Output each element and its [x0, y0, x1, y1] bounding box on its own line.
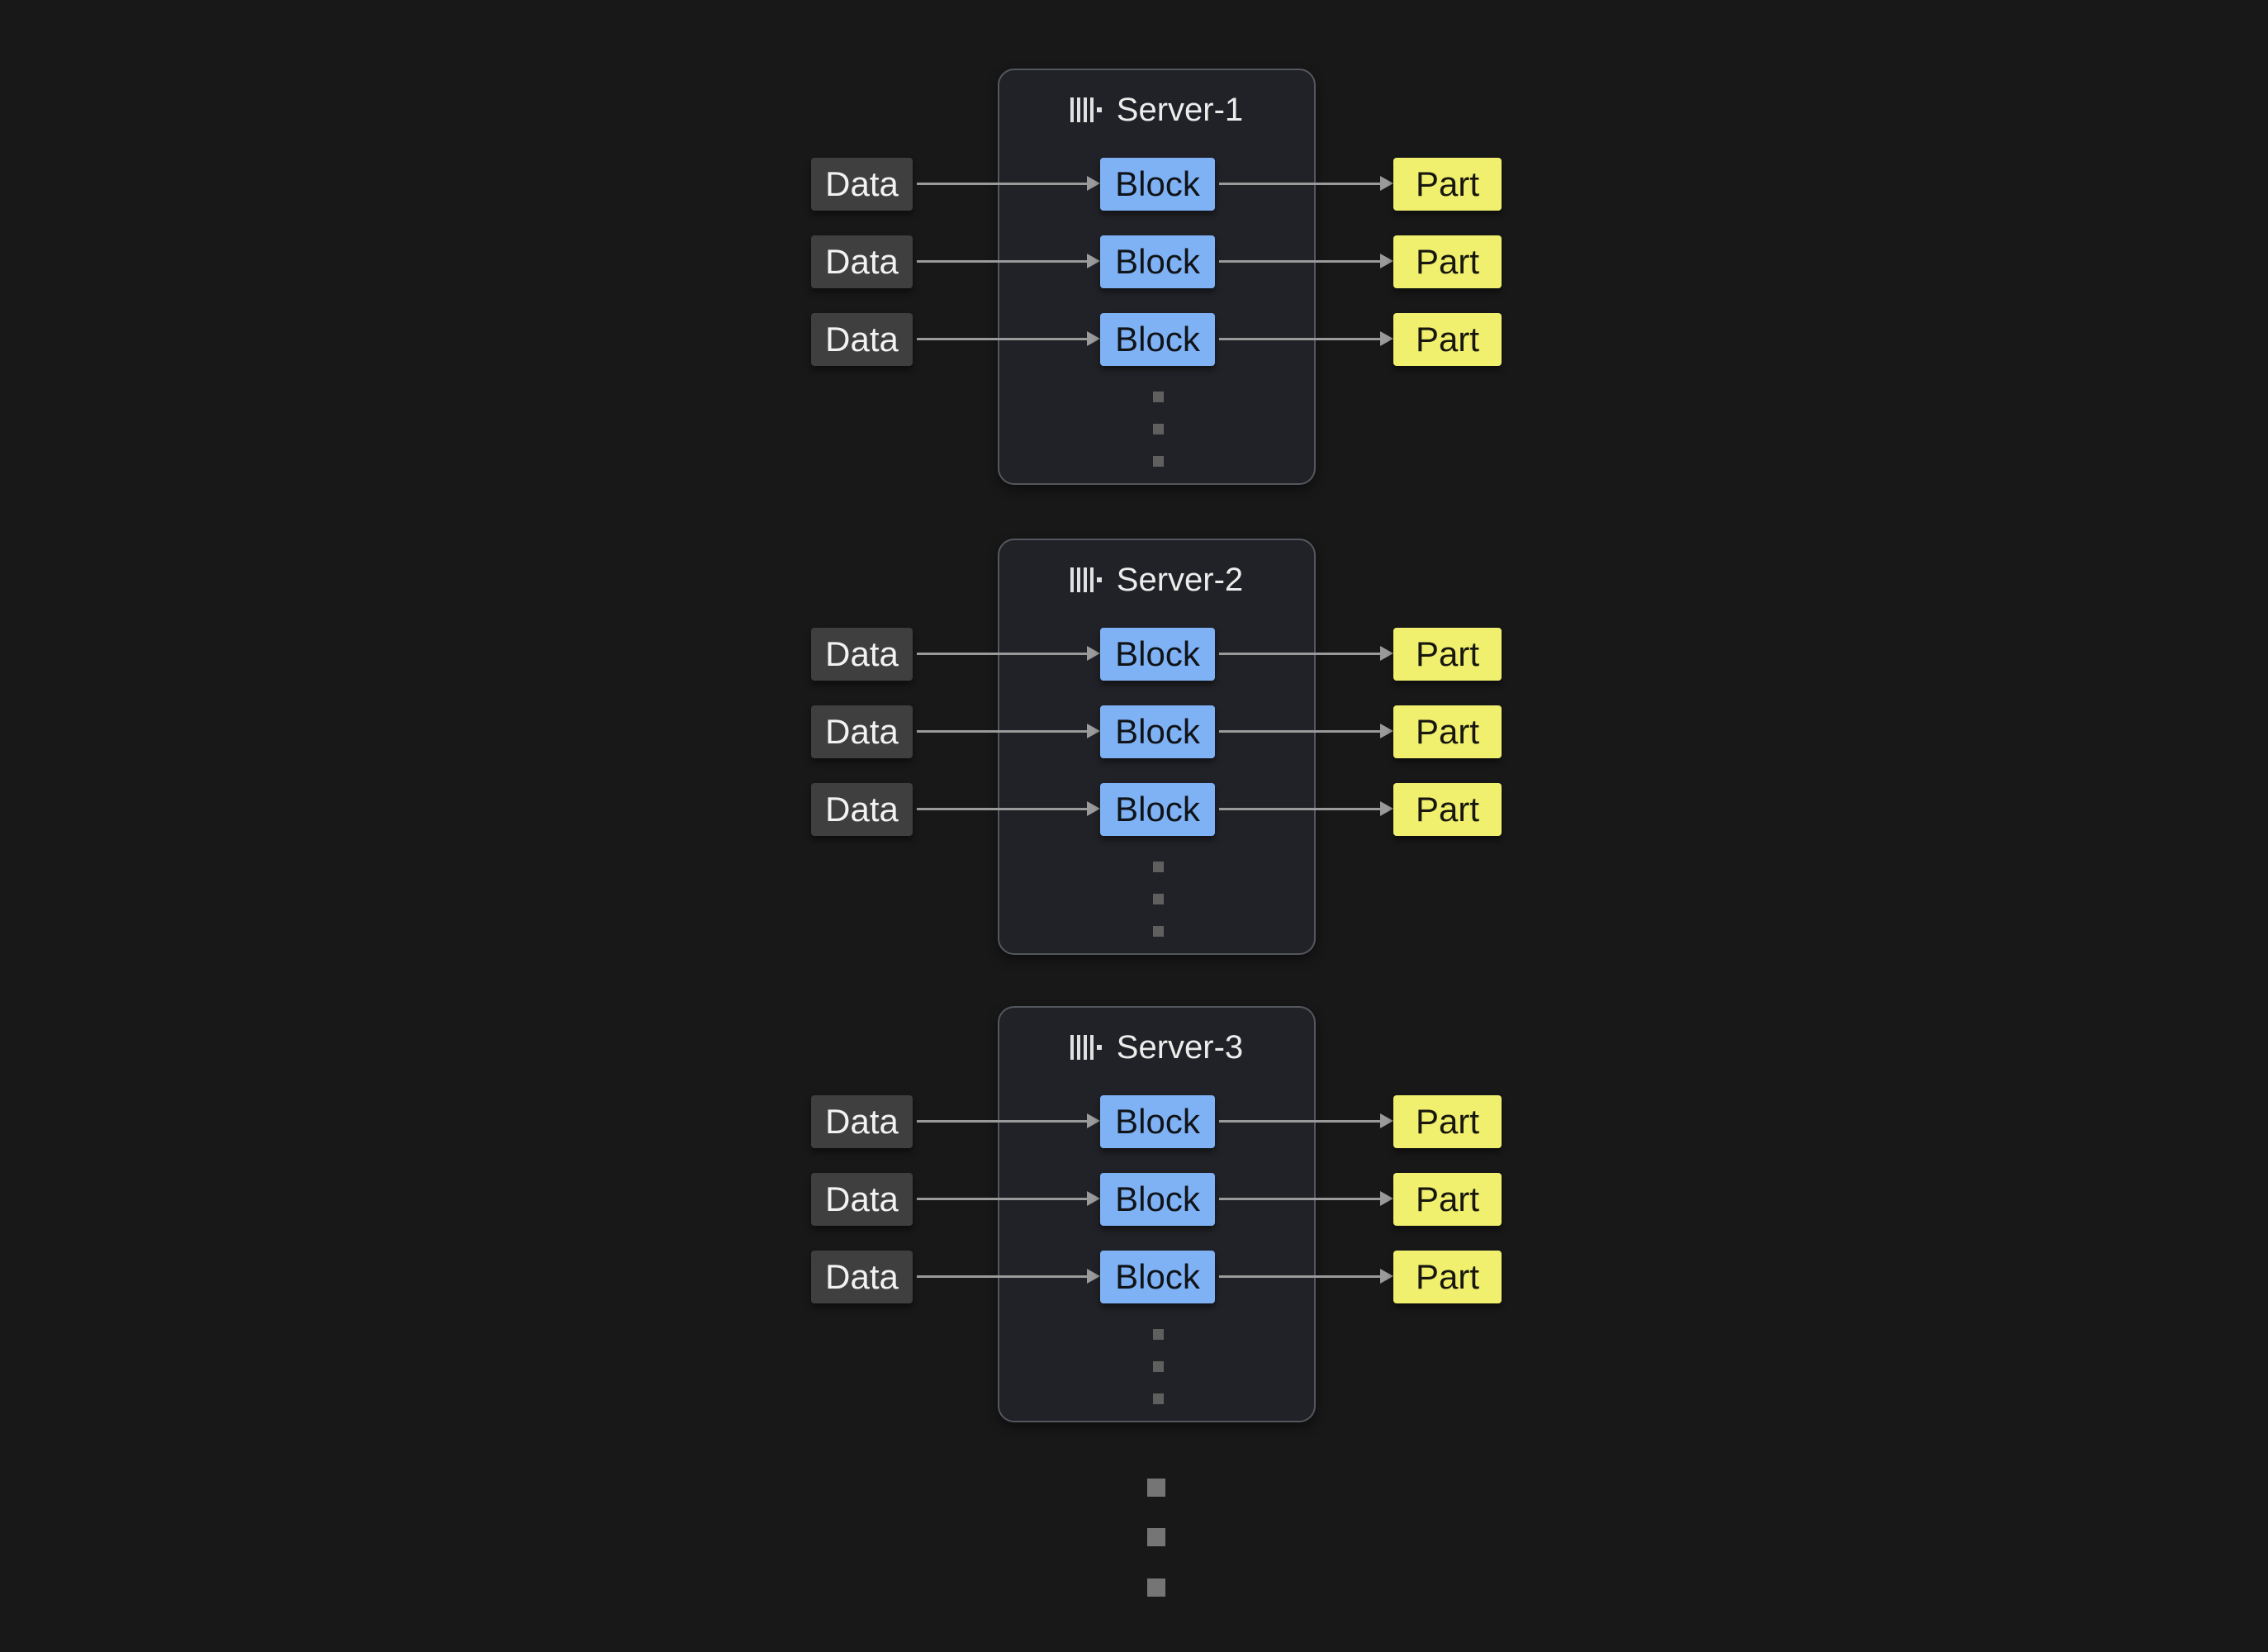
- arrow-data-to-block: [917, 254, 1100, 268]
- ellipsis-dot: [1153, 392, 1164, 402]
- part-node: Part: [1393, 158, 1502, 211]
- ellipsis-dot: [1147, 1479, 1165, 1497]
- part-node: Part: [1393, 235, 1502, 288]
- server-rack-icon: [1070, 96, 1103, 126]
- arrow-block-to-part: [1219, 176, 1393, 191]
- block-node: Block: [1100, 313, 1215, 366]
- block-node: Block: [1100, 1173, 1215, 1226]
- data-node: Data: [811, 783, 913, 836]
- part-node: Part: [1393, 1095, 1502, 1148]
- block-node: Block: [1100, 1251, 1215, 1303]
- block-node: Block: [1100, 783, 1215, 836]
- block-node: Block: [1100, 628, 1215, 681]
- data-node: Data: [811, 1251, 913, 1303]
- data-node: Data: [811, 158, 913, 211]
- arrow-data-to-block: [917, 331, 1100, 346]
- arrow-data-to-block: [917, 801, 1100, 816]
- ellipsis-dot: [1153, 456, 1164, 467]
- server-title-label: Server-1: [1116, 92, 1244, 128]
- part-node: Part: [1393, 705, 1502, 758]
- ellipsis-dot: [1153, 1361, 1164, 1372]
- part-node: Part: [1393, 313, 1502, 366]
- part-node: Part: [1393, 783, 1502, 836]
- arrow-data-to-block: [917, 646, 1100, 661]
- part-node: Part: [1393, 1173, 1502, 1226]
- server-rack-icon: [1070, 566, 1103, 596]
- arrow-block-to-part: [1219, 646, 1393, 661]
- block-node: Block: [1100, 158, 1215, 211]
- ellipsis-dot: [1153, 1393, 1164, 1404]
- arrow-data-to-block: [917, 1191, 1100, 1206]
- arrow-block-to-part: [1219, 254, 1393, 268]
- data-node: Data: [811, 628, 913, 681]
- ellipsis-dot: [1147, 1578, 1165, 1597]
- arrow-data-to-block: [917, 724, 1100, 738]
- arrow-block-to-part: [1219, 1269, 1393, 1284]
- data-node: Data: [811, 705, 913, 758]
- arrow-data-to-block: [917, 1113, 1100, 1128]
- data-node: Data: [811, 1095, 913, 1148]
- ellipsis-dot: [1153, 926, 1164, 937]
- block-node: Block: [1100, 235, 1215, 288]
- block-node: Block: [1100, 1095, 1215, 1148]
- data-node: Data: [811, 235, 913, 288]
- server-title-label: Server-2: [1116, 562, 1244, 598]
- ellipsis-dot: [1153, 862, 1164, 872]
- server-title-3: Server-3: [999, 1029, 1314, 1066]
- part-node: Part: [1393, 628, 1502, 681]
- data-node: Data: [811, 313, 913, 366]
- ellipsis-dot: [1153, 1329, 1164, 1340]
- arrow-data-to-block: [917, 176, 1100, 191]
- arrow-block-to-part: [1219, 1113, 1393, 1128]
- data-node: Data: [811, 1173, 913, 1226]
- part-node: Part: [1393, 1251, 1502, 1303]
- block-node: Block: [1100, 705, 1215, 758]
- arrow-data-to-block: [917, 1269, 1100, 1284]
- arrow-block-to-part: [1219, 331, 1393, 346]
- server-title-label: Server-3: [1116, 1029, 1244, 1066]
- arrow-block-to-part: [1219, 724, 1393, 738]
- ellipsis-dot: [1147, 1528, 1165, 1546]
- ellipsis-dot: [1153, 894, 1164, 904]
- server-title-2: Server-2: [999, 562, 1314, 599]
- arrow-block-to-part: [1219, 801, 1393, 816]
- ellipsis-dot: [1153, 424, 1164, 434]
- server-title-1: Server-1: [999, 92, 1314, 129]
- arrow-block-to-part: [1219, 1191, 1393, 1206]
- server-rack-icon: [1070, 1033, 1103, 1063]
